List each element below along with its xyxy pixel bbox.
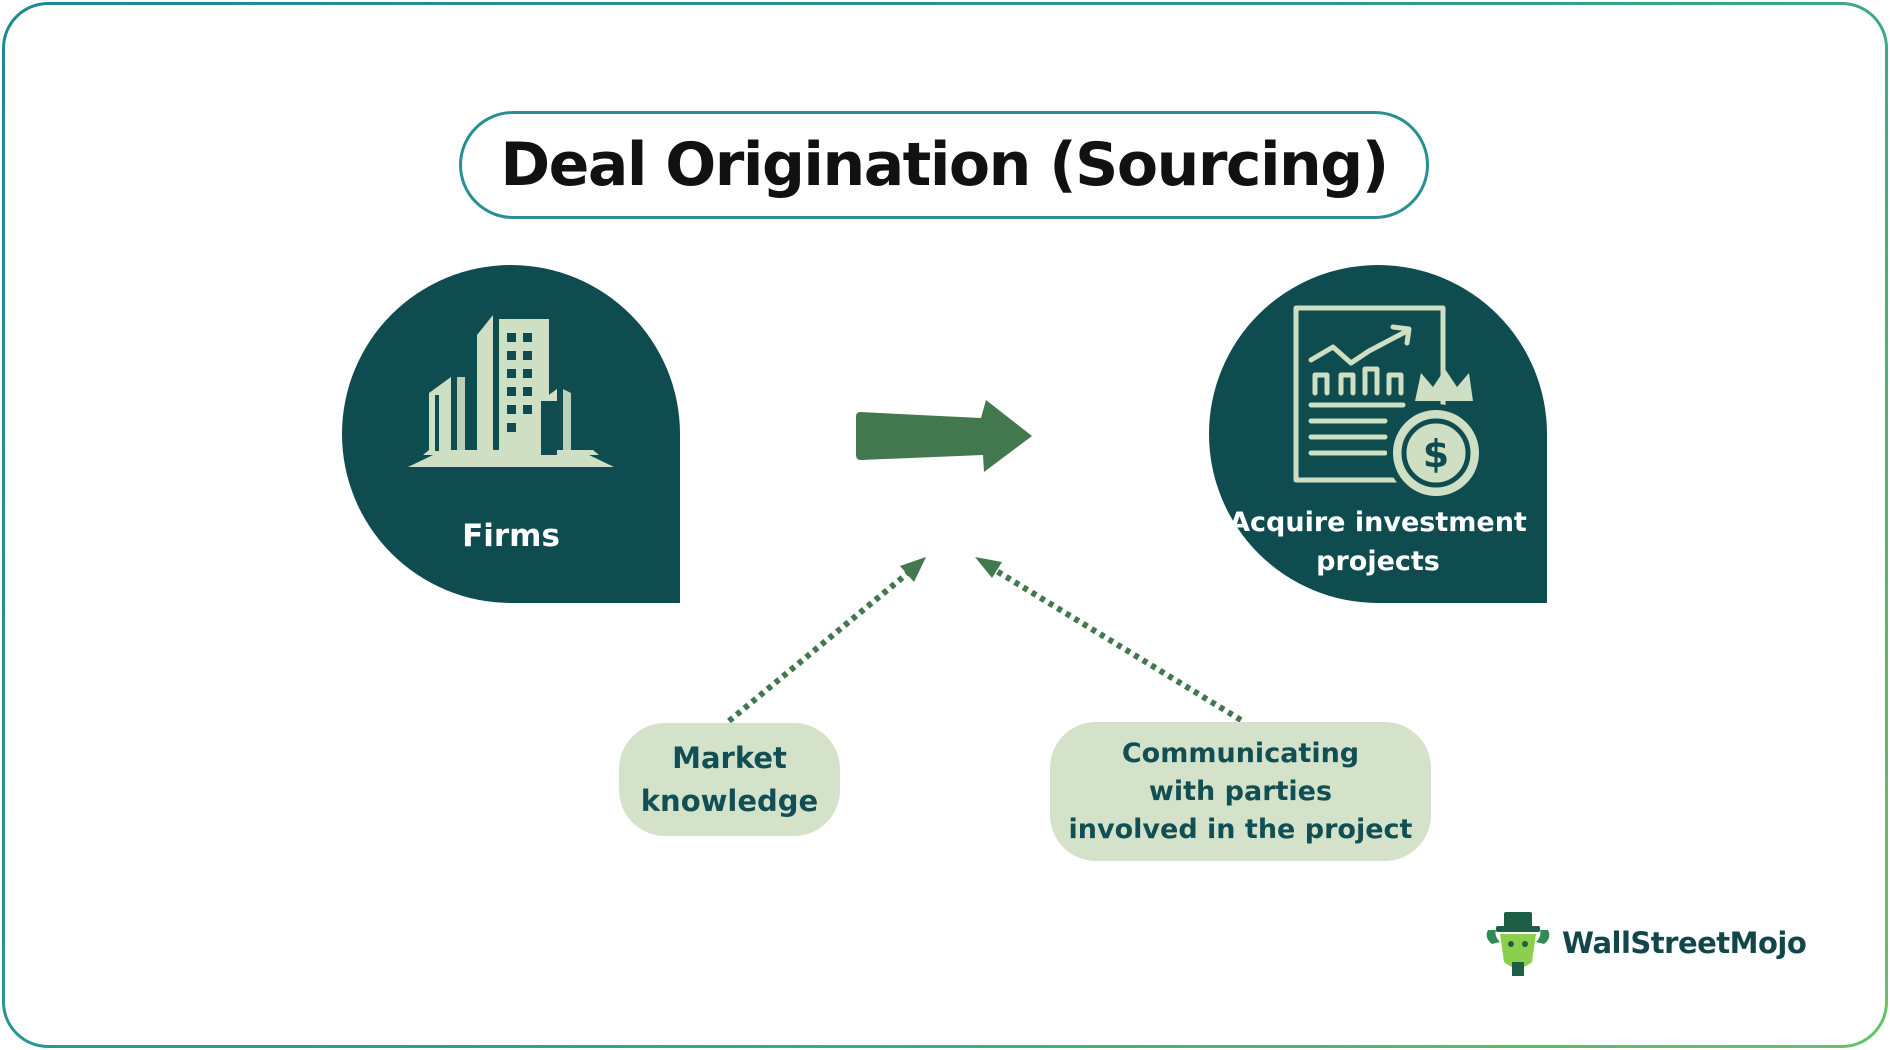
title-pill: Deal Origination (Sourcing) [459,111,1429,219]
factor-label-line: involved in the project [1068,813,1413,845]
main-arrow [856,400,1032,472]
factor-market-knowledge: Market knowledge [619,723,840,836]
investment-projects-label-line: Acquire investment [1229,507,1527,538]
investment-report-moneybag-icon: $ [1293,305,1485,502]
brand-logo: WallStreetMojo [1482,908,1807,978]
wallstreetmojo-logo-icon [1486,912,1550,976]
firms-node: Firms [342,265,680,603]
factor-label-line: knowledge [640,783,819,818]
communication-arrow [988,564,1243,723]
factor-communicating: Communicating with parties involved in t… [1050,722,1431,861]
investment-projects-node: $ Acquire investment projects [1209,265,1547,603]
diagram-title: Deal Origination (Sourcing) [500,130,1389,200]
factor-label-line: Market [672,740,787,775]
svg-text:$: $ [1423,432,1449,476]
factor-label-line: Communicating [1121,737,1360,769]
investment-projects-label: Acquire investment projects [1209,503,1547,581]
buildings-icon [408,315,614,467]
factor-label-line: with parties [1148,775,1333,807]
brand-name: WallStreetMojo [1562,926,1807,960]
investment-projects-label-line: projects [1316,546,1440,577]
firms-label: Firms [462,518,560,554]
communication-arrowhead [975,557,1002,578]
market-knowledge-arrowhead [900,557,926,582]
market-knowledge-arrow [727,565,916,724]
